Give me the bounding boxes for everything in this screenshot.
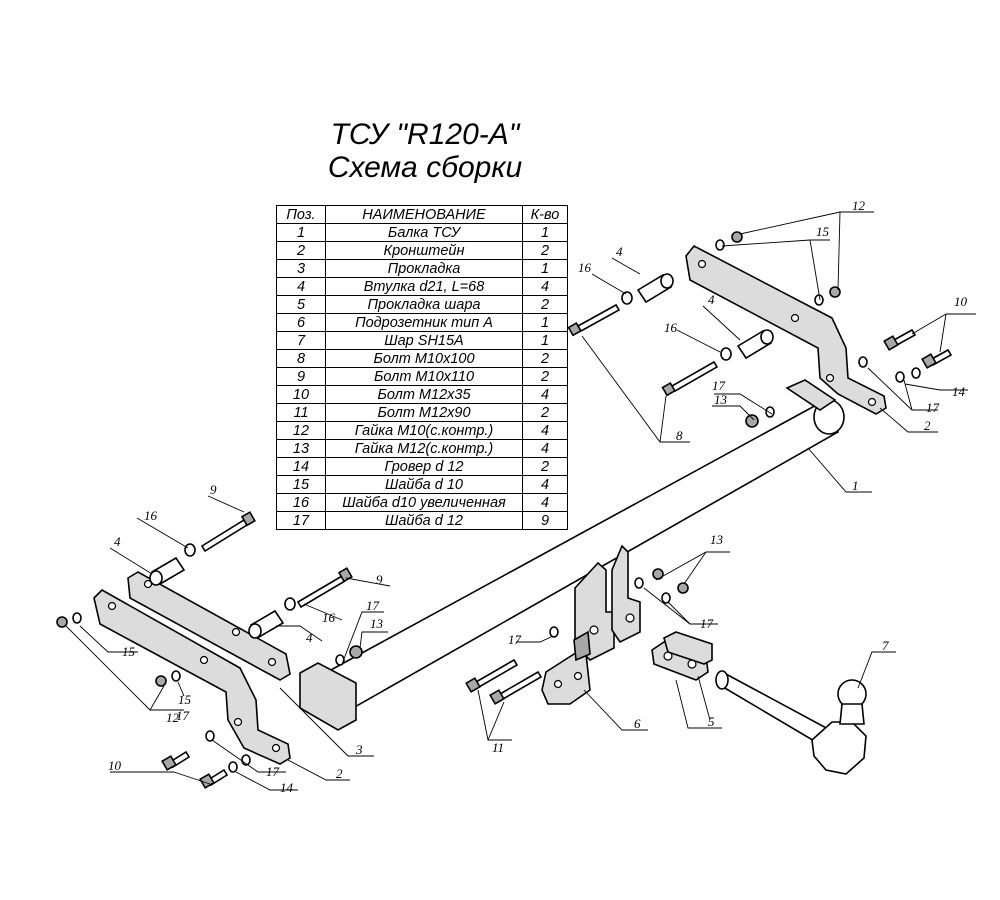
callout-17-center: 17 xyxy=(700,616,714,631)
callout-15-center: 15 xyxy=(178,692,192,707)
callout-16-upper-left: 16 xyxy=(144,508,158,523)
bolt-m12x35-left-2 xyxy=(199,768,229,789)
row-quantity: 2 xyxy=(522,295,568,314)
title-line-2: Схема сборки xyxy=(327,151,523,184)
bolt-m12x35-right-1 xyxy=(883,328,917,351)
callout-17-left-middle: 17 xyxy=(176,708,190,723)
callout-10-right: 10 xyxy=(954,294,968,309)
bolt-m10x110-lower xyxy=(296,567,353,609)
callout-15-left: 15 xyxy=(122,644,136,659)
callout-3: 3 xyxy=(355,742,363,757)
bolt-m10x100-upper xyxy=(567,303,621,337)
callout-6: 6 xyxy=(634,716,641,731)
callout-4-lower-right: 4 xyxy=(708,292,715,307)
row-name: Кронштейн xyxy=(325,241,523,260)
title-line-1: ТСУ "R120-A" xyxy=(330,118,520,151)
row-name: Шайба d 12 xyxy=(325,511,523,530)
callout-2-left: 2 xyxy=(336,766,343,781)
callout-4-lower-left: 4 xyxy=(306,630,313,645)
row-position: 11 xyxy=(276,403,326,422)
callout-16-upper-right: 16 xyxy=(578,260,592,275)
bolt-m10x110-upper xyxy=(200,511,256,553)
callout-13-left: 13 xyxy=(370,616,384,631)
callout-9-lower: 9 xyxy=(376,572,383,587)
callout-5: 5 xyxy=(708,714,715,729)
callout-1: 1 xyxy=(852,478,859,493)
parts-table-header: Поз. НАИМЕНОВАНИЕ К-во xyxy=(276,205,568,224)
spacer-plate xyxy=(127,571,291,681)
header-position: Поз. xyxy=(276,205,326,224)
callout-4-upper-right: 4 xyxy=(616,244,623,259)
row-quantity: 2 xyxy=(522,457,568,476)
callout-12-right: 12 xyxy=(852,198,866,213)
towbar-beam xyxy=(299,379,845,731)
row-name: Втулка d21, L=68 xyxy=(325,277,523,296)
callout-9-upper: 9 xyxy=(210,482,217,497)
socket-plate xyxy=(541,630,591,705)
callout-17-right-lower: 17 xyxy=(926,400,940,415)
row-name: Болт M12x35 xyxy=(325,385,523,404)
callout-14-right: 14 xyxy=(952,384,966,399)
bolt-m12x90-2 xyxy=(489,670,543,705)
bushing-4 xyxy=(248,609,285,639)
bushing-2 xyxy=(736,329,774,360)
callout-17-socket: 17 xyxy=(508,632,522,647)
callout-12-left: 12 xyxy=(166,710,180,725)
bolt-m10x100-lower xyxy=(661,360,719,397)
callout-17-left-lower: 17 xyxy=(266,764,280,779)
fasteners xyxy=(56,231,921,773)
callout-10-left: 10 xyxy=(108,758,122,773)
callout-16-lower-right: 16 xyxy=(664,320,678,335)
row-name: Шайба d10 увеличенная xyxy=(325,493,523,512)
callout-11: 11 xyxy=(492,740,504,755)
row-quantity: 9 xyxy=(522,511,568,530)
bushing-3 xyxy=(149,556,186,586)
bushing-1 xyxy=(636,273,674,304)
callout-15-right: 15 xyxy=(816,224,830,239)
callout-7: 7 xyxy=(882,638,889,653)
callout-8: 8 xyxy=(676,428,683,443)
callout-13-center: 13 xyxy=(710,532,724,547)
callout-17-left-upper: 17 xyxy=(366,598,380,613)
callout-16-lower-left: 16 xyxy=(322,610,336,625)
tow-ball xyxy=(715,670,867,775)
row-name: Подрозетник тип А xyxy=(325,313,523,332)
bolt-m12x35-left-1 xyxy=(161,750,191,771)
callout-14-left: 14 xyxy=(280,780,294,795)
row-position: 17 xyxy=(276,511,326,530)
callout-17-right-upper: 17 xyxy=(712,378,726,393)
callout-4-upper-left: 4 xyxy=(114,534,121,549)
callout-2-right: 2 xyxy=(924,418,931,433)
bracket-left xyxy=(93,589,291,765)
bolt-m12x90-1 xyxy=(465,658,519,693)
callout-13-right: 13 xyxy=(714,392,728,407)
drawing-title: ТСУ "R120-A" Схема сборки xyxy=(290,118,560,184)
bracket-right xyxy=(685,244,887,415)
ball-spacer-plates xyxy=(651,631,713,681)
leader-lines xyxy=(65,211,976,791)
row-name: Прокладка шара xyxy=(325,295,523,314)
bolt-m12x35-right-2 xyxy=(921,348,953,369)
callout-labels: 1 2 2 3 4 4 4 4 5 6 7 8 9 9 10 10 11 12 … xyxy=(108,198,968,795)
row-name: Болт M10x110 xyxy=(325,367,523,386)
